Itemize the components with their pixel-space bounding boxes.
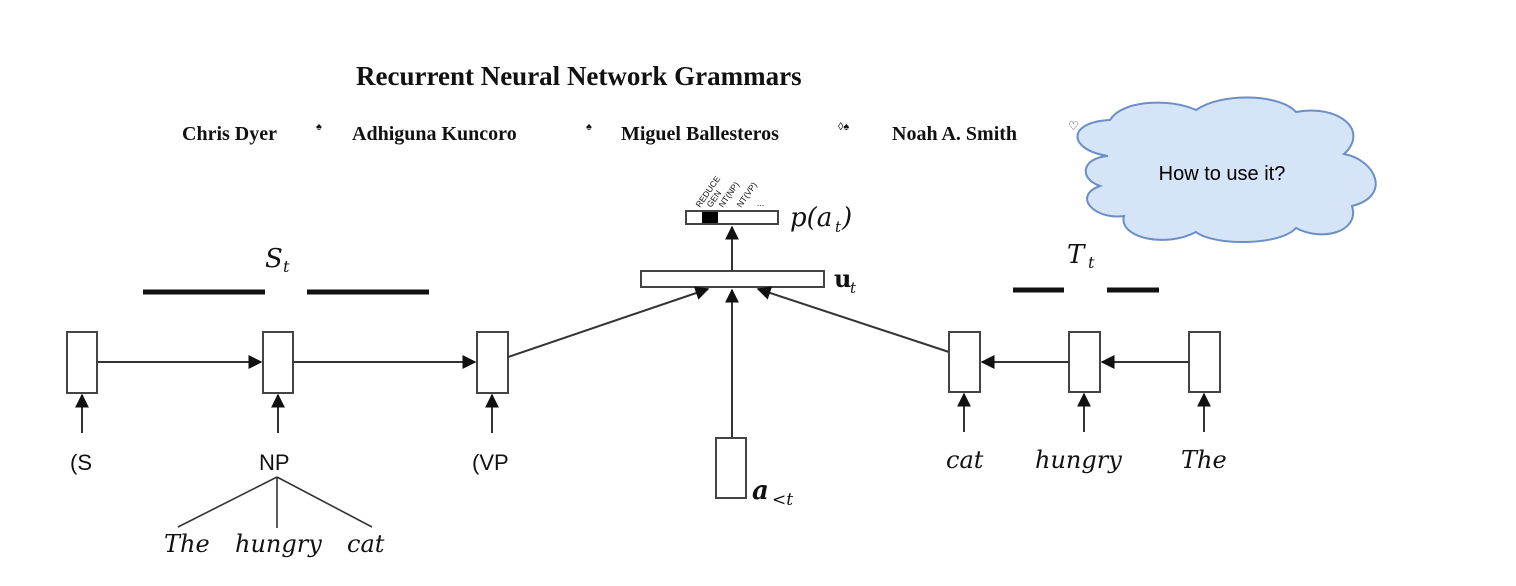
np-child-word: hungry (235, 530, 322, 558)
action-history-cell (715, 437, 747, 499)
buffer-input-word: hungry (1035, 446, 1122, 474)
buffer-to-u-arrow (756, 286, 950, 353)
author-name: Miguel Ballesteros (621, 123, 779, 145)
buffer-lstm-cell (1068, 331, 1101, 393)
stack-input-label: NP (259, 450, 290, 475)
tree-edge (276, 476, 373, 528)
author-name: Noah A. Smith (892, 123, 1017, 145)
p-label-sub: t (835, 218, 842, 236)
stack-input-label: (VP (472, 450, 509, 475)
stack-to-u-arrow (507, 286, 710, 358)
action-label: a <t (752, 476, 793, 510)
action-type-label: ... (757, 198, 764, 208)
callout-text: How to use it? (1159, 163, 1286, 185)
p-label: p(a t ) (790, 203, 852, 236)
author-affiliation-mark: ♠ (586, 121, 592, 133)
action-label-sub: <t (772, 490, 793, 510)
buffer-label-main: T (1067, 240, 1086, 270)
stack-input-label: (S (70, 450, 92, 475)
action-label-main: a (752, 476, 769, 506)
paper-title: Recurrent Neural Network Grammars (356, 61, 802, 91)
buffer-input-word: The (1181, 446, 1227, 474)
author-affiliation-mark: ♡ (1068, 119, 1079, 133)
u-label-main: u (834, 264, 851, 293)
p-label-main: p(a (790, 203, 832, 233)
buffer-lstm-cell (948, 331, 981, 393)
selected-action-segment (702, 212, 718, 223)
stack-label: S t (265, 244, 290, 276)
u-vector (640, 270, 825, 288)
action-type-labels: REDUCE GEN NT(NP) NT(VP) ... (693, 174, 764, 209)
author-affiliation-mark: ◊♠ (838, 121, 849, 133)
np-child-word: The (164, 530, 210, 558)
buffer-label-sub: t (1088, 253, 1095, 272)
tree-edge (177, 476, 278, 528)
author-affiliation-mark: ♠ (316, 121, 322, 133)
stack-label-main: S (265, 244, 283, 274)
u-label-sub: t (850, 279, 857, 297)
stack-label-sub: t (283, 257, 290, 276)
stack-lstm-cell (476, 331, 509, 394)
np-child-word: cat (347, 530, 385, 558)
buffer-lstm-cell (1188, 331, 1221, 393)
action-distribution-bar (685, 210, 779, 225)
author-name: Adhiguna Kuncoro (352, 123, 517, 145)
buffer-input-word: cat (946, 446, 984, 474)
author-name: Chris Dyer (182, 123, 277, 145)
author-list: Chris Dyer ♠ Adhiguna Kuncoro ♠ Miguel B… (182, 119, 1079, 145)
buffer-label: T t (1067, 240, 1095, 272)
p-label-close: ) (841, 203, 852, 233)
u-label: u t (834, 264, 857, 297)
callout-cloud[interactable]: How to use it? (1076, 96, 1377, 244)
stack-lstm-cell (66, 331, 98, 394)
cloud-shape (1076, 96, 1377, 244)
stack-lstm-cell (262, 331, 294, 394)
